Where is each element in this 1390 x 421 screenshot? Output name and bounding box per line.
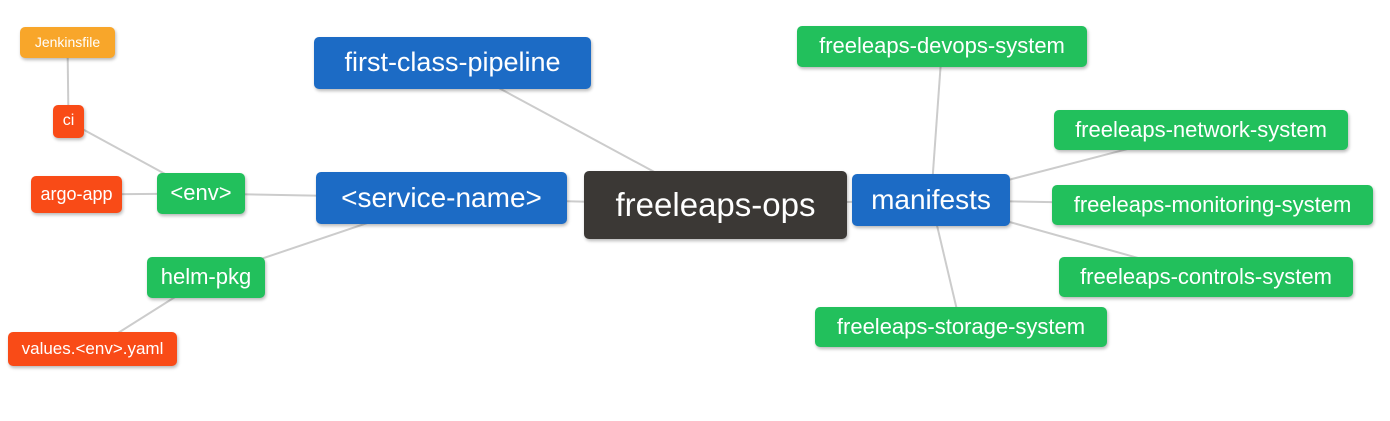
node-label: freeleaps-ops — [615, 186, 816, 223]
node-argo-app[interactable]: argo-app — [31, 176, 122, 213]
node-label: <env> — [170, 180, 232, 205]
node-label: freeleaps-network-system — [1075, 116, 1327, 142]
node-values-env-yaml[interactable]: values.<env>.yaml — [8, 332, 177, 366]
node-freeleaps-devops-system[interactable]: freeleaps-devops-system — [797, 26, 1087, 67]
node-ci[interactable]: ci — [53, 105, 84, 138]
node-env[interactable]: <env> — [157, 173, 245, 214]
node-label: values.<env>.yaml — [21, 339, 164, 358]
node-freeleaps-ops[interactable]: freeleaps-ops — [584, 171, 847, 239]
node-label: <service-name> — [341, 181, 542, 213]
node-label: manifests — [871, 183, 991, 215]
node-freeleaps-storage-system[interactable]: freeleaps-storage-system — [815, 307, 1107, 347]
node-label: helm-pkg — [160, 264, 252, 289]
node-label: Jenkinsfile — [34, 34, 101, 50]
node-first-class-pipeline[interactable]: first-class-pipeline — [314, 37, 591, 89]
node-service-name[interactable]: <service-name> — [316, 172, 567, 224]
node-freeleaps-controls-system[interactable]: freeleaps-controls-system — [1059, 257, 1353, 297]
node-label: argo-app — [40, 184, 113, 204]
node-label: ci — [62, 112, 75, 129]
node-jenkinsfile[interactable]: Jenkinsfile — [20, 27, 115, 58]
node-manifests[interactable]: manifests — [852, 174, 1010, 226]
node-helm-pkg[interactable]: helm-pkg — [147, 257, 265, 298]
node-label: freeleaps-monitoring-system — [1073, 191, 1352, 217]
node-freeleaps-monitoring-system[interactable]: freeleaps-monitoring-system — [1052, 185, 1373, 225]
node-label: freeleaps-storage-system — [836, 313, 1086, 339]
node-label: freeleaps-controls-system — [1080, 263, 1332, 289]
node-label: freeleaps-devops-system — [819, 33, 1065, 58]
node-label: first-class-pipeline — [344, 47, 561, 77]
node-freeleaps-network-system[interactable]: freeleaps-network-system — [1054, 110, 1348, 150]
